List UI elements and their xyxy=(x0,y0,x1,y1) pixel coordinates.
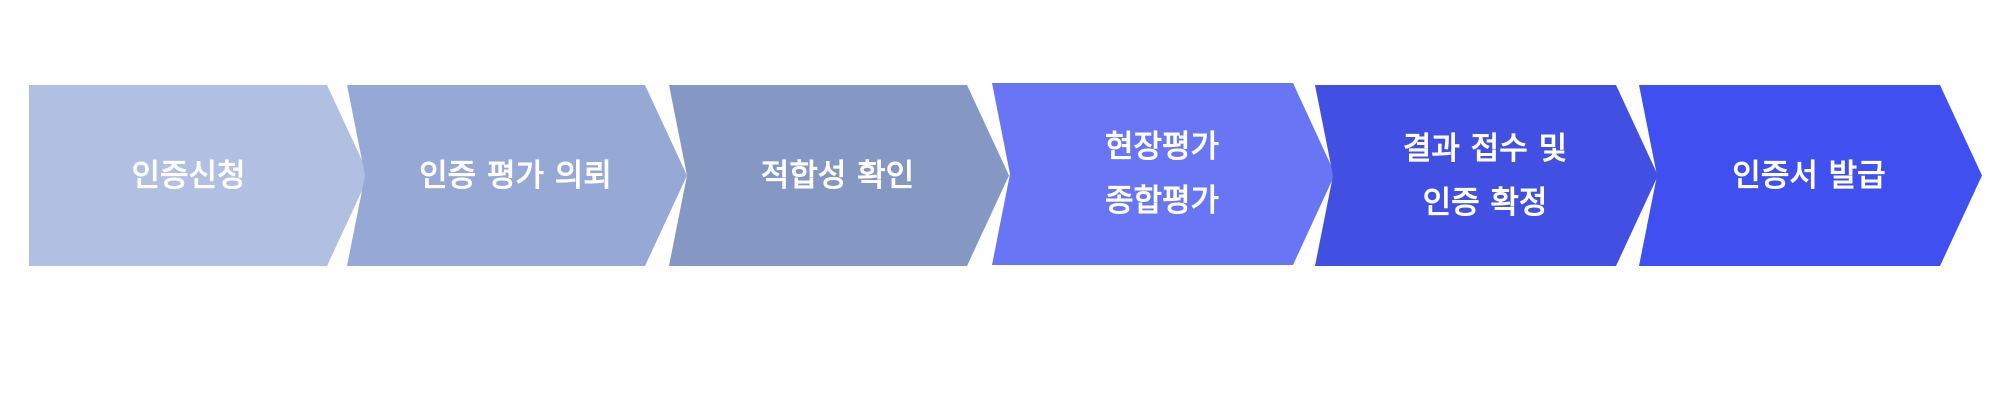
process-step-6: 인증서 발급 xyxy=(1639,85,1982,266)
step-label-line: 결과 접수 및 xyxy=(1402,130,1568,167)
step-label-line: 적합성 확인 xyxy=(760,157,915,194)
step-fill xyxy=(347,85,687,266)
chevron-arrow-shape xyxy=(992,83,1335,265)
step-label-line: 현장평가 xyxy=(1104,129,1220,165)
step-fill xyxy=(1639,85,1982,266)
chevron-arrow-shape xyxy=(1315,85,1658,266)
chevron-arrow-shape xyxy=(347,85,687,266)
step-fill xyxy=(1315,85,1658,266)
chevron-arrow-shape xyxy=(669,85,1009,266)
chevron-arrow-shape xyxy=(1639,85,1982,266)
process-step-2: 인증 평가 의뢰 xyxy=(347,85,687,266)
chevron-arrow-shape xyxy=(29,85,369,266)
step-fill xyxy=(29,85,369,266)
step-fill xyxy=(992,83,1335,265)
step-label: 인증서 발급 xyxy=(1732,149,1885,203)
step-label-line: 인증신청 xyxy=(131,157,246,194)
step-label: 인증신청 xyxy=(131,149,245,203)
step-label: 인증 평가 의뢰 xyxy=(419,149,612,203)
step-label-line: 인증 확정 xyxy=(1422,184,1548,221)
process-step-1: 인증신청 xyxy=(29,85,369,266)
step-label: 적합성 확인 xyxy=(761,149,914,203)
step-label-line: 인증서 발급 xyxy=(1732,157,1886,194)
step-label-line: 인증 평가 의뢰 xyxy=(419,157,612,194)
step-label-line: 종합평가 xyxy=(1104,183,1220,219)
process-step-3: 적합성 확인 xyxy=(669,85,1009,266)
step-fill xyxy=(669,85,1009,266)
